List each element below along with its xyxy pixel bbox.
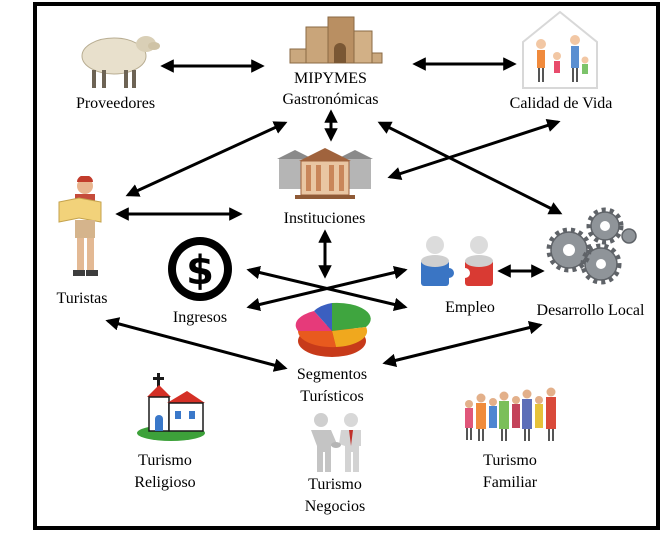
turismo-religioso-label-line1: Turismo [138, 452, 192, 469]
arrow-instituciones-calidad-vida [387, 118, 561, 181]
mipymes-label-line2: Gastronómicas [282, 91, 379, 108]
instituciones-label: Instituciones [283, 210, 366, 227]
turismo-negocios-label-line2: Negocios [304, 498, 366, 515]
arrow-segmentos-desarrollo-local [382, 321, 543, 367]
turistas-label: Turistas [56, 290, 108, 307]
ingresos-label: Ingresos [172, 309, 228, 326]
segmentos-label-line2: Turísticos [300, 388, 364, 405]
turismo-familiar-label-line1: Turismo [483, 452, 537, 469]
turismo-religioso-label-line2: Religioso [134, 474, 196, 491]
dollar-sign-icon: $ [164, 234, 236, 304]
calidad-vida-label: Calidad de Vida [509, 95, 613, 112]
arrow-ingresos-empleo-b [246, 265, 408, 312]
tourist-with-map-icon [55, 176, 107, 282]
arrow-mipymes-turistas [125, 121, 288, 197]
desarrollo-local-label: Desarrollo Local [536, 302, 645, 319]
segmentos-label-line1: Segmentos [296, 366, 368, 383]
building-blocks-icon [286, 9, 386, 69]
church-icon [133, 367, 209, 443]
handshake-people-icon [305, 412, 367, 474]
institution-building-icon [271, 145, 379, 201]
family-house-icon [519, 8, 601, 92]
empleo-label: Empleo [445, 299, 495, 316]
turismo-familiar-label-line2: Familiar [482, 474, 538, 491]
proveedores-label: Proveedores [75, 95, 156, 112]
arrow-mipymes-desarrollo-local [377, 121, 563, 215]
svg-text:$: $ [186, 248, 214, 294]
puzzle-people-icon [413, 234, 503, 292]
arrow-turistas-segmentos [105, 317, 288, 372]
family-group-icon [461, 384, 561, 444]
pie-chart-icon [294, 297, 372, 363]
sheep-icon [74, 22, 164, 92]
turismo-negocios-label-line1: Turismo [308, 476, 362, 493]
gears-icon [543, 202, 637, 288]
mipymes-label-line1: MIPYMES [294, 70, 367, 87]
